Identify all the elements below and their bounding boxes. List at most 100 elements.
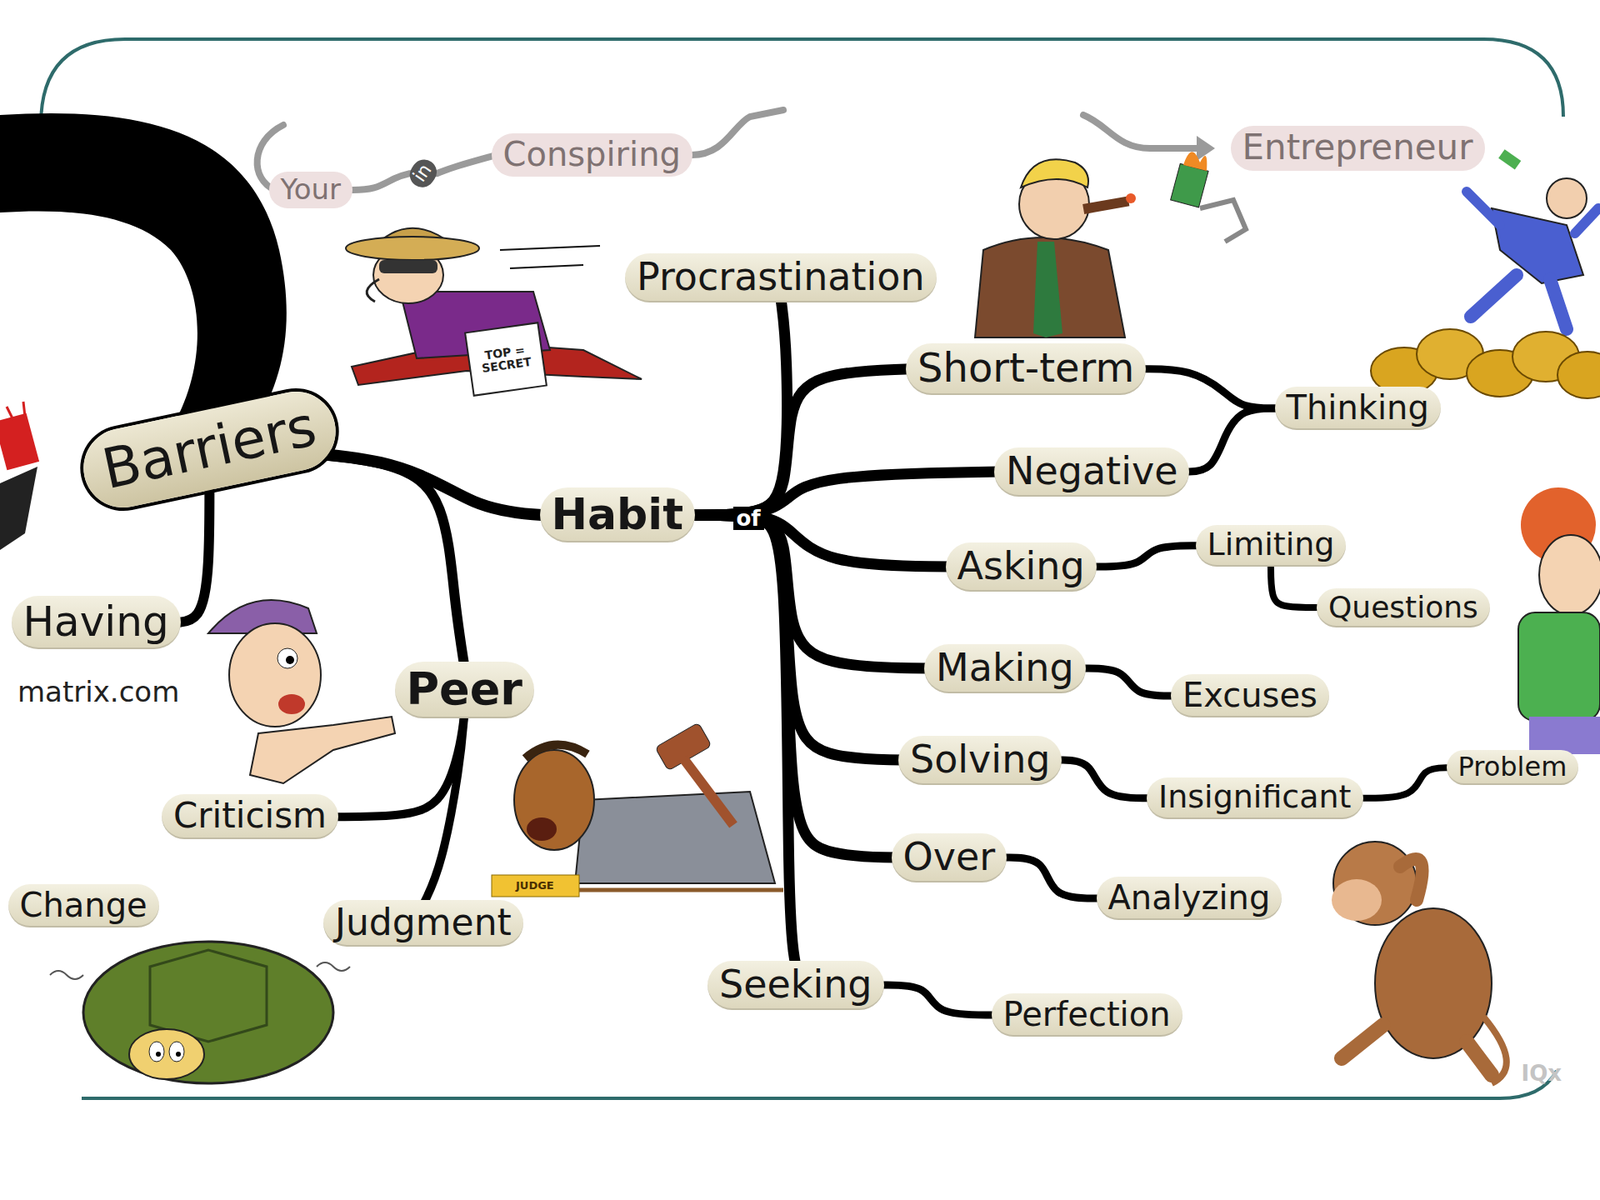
branch-word: Change <box>20 885 148 925</box>
branch-label: Having <box>11 595 181 650</box>
branch-label: Entrepreneur <box>1230 125 1485 171</box>
critic-figure-part <box>250 716 395 784</box>
businessman-figure <box>975 151 1246 338</box>
branch-label: Thinking <box>1275 386 1441 430</box>
branch-word: Procrastination <box>636 254 925 300</box>
branch-label: Making <box>924 644 1086 694</box>
branch-label: in <box>405 155 442 193</box>
branch-connector <box>1091 545 1201 567</box>
document-stamp: TOP = SECRET <box>473 342 539 377</box>
running-rich-man-part <box>1491 208 1584 284</box>
branch-label: Peer <box>395 661 535 720</box>
spy-figure-part <box>366 279 380 302</box>
branch-word: Problem <box>1458 750 1568 783</box>
branch-connector <box>1358 767 1452 799</box>
nameplate-text: JUDGE <box>515 880 555 892</box>
branch-word: Solving <box>910 736 1050 783</box>
spy-figure-part <box>379 260 438 274</box>
monkey-figure-part <box>1483 1016 1507 1084</box>
alarm-icon-part <box>6 401 25 420</box>
monkey-figure-part <box>1341 1025 1492 1075</box>
branch-word: Habit <box>551 488 685 540</box>
branch-connector <box>1080 668 1176 696</box>
alarm-icon <box>0 401 40 550</box>
running-rich-man-part <box>1498 149 1521 170</box>
branch-connector <box>347 173 410 190</box>
critic-figure-part <box>229 623 321 727</box>
branch-label: Short-term <box>905 343 1146 395</box>
branch-label: Insignificant <box>1146 777 1364 820</box>
branch-connector <box>333 713 465 817</box>
barrier-branch-trunk-part <box>0 113 287 434</box>
branch-word: Seeking <box>719 961 873 1008</box>
businessman-figure-part <box>975 237 1125 338</box>
judge-figure-part <box>526 817 557 841</box>
judge-figure-part <box>525 745 588 759</box>
branch-label: Solving <box>898 735 1062 785</box>
branch-label: Seeking <box>707 960 885 1010</box>
branch-connector <box>1184 408 1280 472</box>
watermark: matrix.com <box>14 676 183 708</box>
worried-man <box>1518 487 1600 755</box>
branch-label: Over <box>891 833 1008 883</box>
branch-connector <box>690 515 796 965</box>
monkey-figure <box>1331 841 1507 1084</box>
turtle-figure-part <box>83 941 334 1084</box>
branch-label: Perfection <box>991 993 1183 1037</box>
branch-word: Conspiring <box>503 134 681 175</box>
branch-connector <box>690 297 787 516</box>
branch-word: Peer <box>406 662 523 717</box>
businessman-figure-part <box>1082 196 1130 215</box>
branch-connector <box>1270 561 1322 609</box>
spy-figure-part <box>465 322 547 396</box>
branch-label: Criticism <box>161 794 339 840</box>
branch-label: Negative <box>994 447 1190 497</box>
branch-word: Perfection <box>1003 994 1171 1035</box>
branch-connector <box>1056 760 1152 799</box>
worried-man-part <box>1518 612 1600 721</box>
faded-branch-lines <box>257 110 1215 190</box>
businessman-figure-part <box>1170 163 1209 208</box>
monkey-figure-part <box>1400 859 1423 900</box>
critic-figure-part <box>285 655 295 665</box>
judge-figure <box>491 722 784 897</box>
branch-connector <box>690 515 904 760</box>
worried-man-part <box>1529 716 1600 755</box>
branch-label: Habit <box>540 487 696 543</box>
branch-word: Criticism <box>173 795 327 837</box>
turtle-figure-part <box>149 1041 165 1062</box>
branch-word: Insignificant <box>1158 778 1352 817</box>
critic-figure <box>208 600 395 784</box>
branch-word: Questions <box>1328 589 1479 625</box>
critic-figure-part <box>277 648 298 669</box>
turtle-figure-part <box>129 1029 205 1080</box>
branch-label: Questions <box>1316 588 1490 628</box>
turtle-figure-part <box>175 1051 181 1057</box>
alarm-icon-part <box>0 466 38 550</box>
branch-connector <box>690 515 930 669</box>
judge-figure-part <box>575 791 775 884</box>
watermark: IQx <box>1521 1061 1563 1086</box>
alarm-icon-part <box>0 413 40 470</box>
judge-figure-part <box>683 758 734 825</box>
branch-word: Thinking <box>1286 387 1430 428</box>
branch-word: Making <box>935 645 1075 691</box>
judge-figure-part <box>491 875 580 897</box>
branch-word: Barriers <box>96 392 322 502</box>
branch-label: Conspiring <box>491 133 693 177</box>
branch-label: Problem <box>1446 750 1580 785</box>
businessman-figure-part <box>1033 241 1063 338</box>
judge-figure-part <box>514 750 595 850</box>
turtle-figure <box>50 941 350 1084</box>
monkey-figure-part <box>1375 908 1492 1059</box>
worried-man-part <box>1539 535 1600 615</box>
branch-word: Your <box>280 172 342 207</box>
branch-word: Limiting <box>1207 525 1335 565</box>
running-rich-man-part <box>1470 275 1567 330</box>
turtle-figure-part <box>150 950 267 1042</box>
branch-label: Limiting <box>1195 525 1347 567</box>
branch-word: Over <box>903 834 996 880</box>
